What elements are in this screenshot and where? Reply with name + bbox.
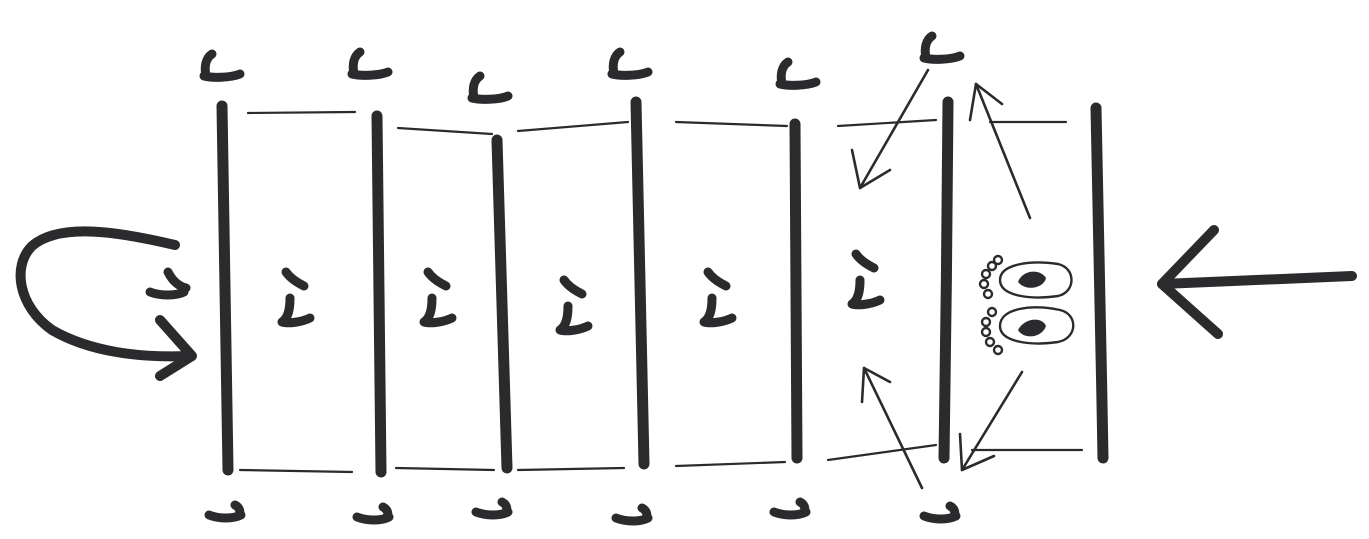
foot-step-mark-icon: [780, 62, 816, 85]
foot-step-mark-icon: [476, 502, 508, 515]
foot-step-mark-icon: [357, 507, 389, 520]
foot-step-mark-icon: [204, 54, 240, 77]
foot-step-mark-icon: [424, 272, 452, 323]
foot-step-mark-icon: [616, 508, 648, 521]
foot-step-mark-icon: [774, 502, 806, 515]
rung-2: [371, 110, 387, 478]
bottom-step-marks: [209, 502, 956, 521]
diagonal-arrow-icon: [850, 68, 930, 190]
left-arrow-icon: [1157, 225, 1357, 339]
foot-step-mark-icon: [924, 36, 960, 59]
ladder-rungs: [216, 96, 1109, 478]
inside-step-marks: [282, 254, 880, 331]
foot-step-mark-icon: [924, 506, 956, 519]
foot-step-mark-icon: [282, 272, 310, 323]
diagonal-arrow-icon: [958, 370, 1024, 472]
foot-step-mark-icon: [612, 52, 648, 75]
rung-6: [938, 96, 954, 464]
foot-step-mark-icon: [560, 280, 588, 331]
rung-5: [789, 118, 803, 464]
foot-step-mark-icon: [472, 76, 508, 99]
rung-1: [216, 100, 234, 476]
rung-7: [1090, 102, 1109, 464]
foot-step-mark-icon: [852, 254, 880, 305]
diagonal-arrow-icon: [968, 82, 1032, 220]
foot-step-mark-icon: [352, 52, 388, 75]
rung-3: [491, 134, 513, 474]
rung-4: [630, 96, 650, 470]
foot-step-mark-icon: [209, 505, 241, 518]
bare-feet-icon: [978, 254, 1075, 356]
ladder-rails: [238, 110, 1084, 474]
diagonal-arrow-icon: [860, 366, 924, 490]
top-step-marks: [204, 36, 960, 99]
shuffle-arrows: [850, 68, 1032, 490]
foot-step-mark-icon: [704, 272, 732, 323]
return-loop-arrow-icon: [15, 226, 197, 381]
